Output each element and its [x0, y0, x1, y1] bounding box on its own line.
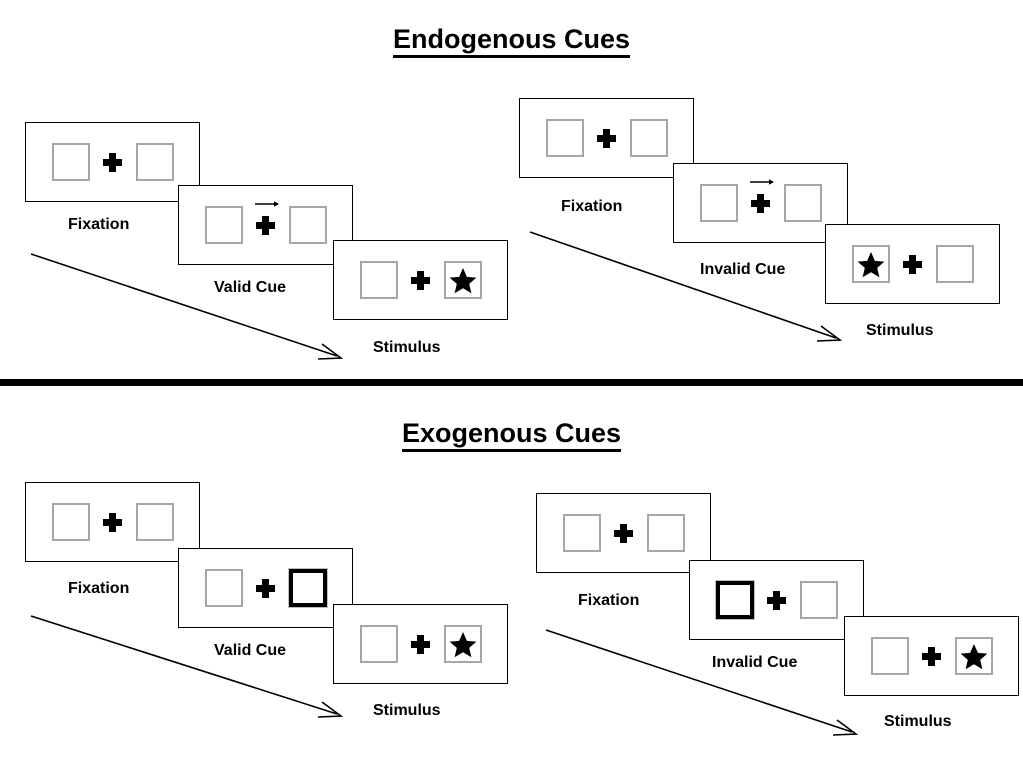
frame-content: [870, 637, 993, 675]
star-icon: [449, 631, 476, 657]
star-icon: [857, 251, 884, 277]
frame-endogenous-invalid-stimulus: [825, 224, 1000, 304]
star-icon: [960, 643, 987, 669]
right-placeholder-box: [783, 184, 822, 222]
stage-label-exogenous-valid-stimulus: Stimulus: [373, 702, 441, 719]
right-placeholder-box: [135, 143, 174, 181]
stage-label-exogenous-valid-cue: Valid Cue: [214, 642, 287, 659]
left-placeholder-box: [851, 245, 890, 283]
right-arrow-icon: [749, 178, 774, 185]
frame-content: [714, 580, 838, 620]
right-placeholder-box: [443, 625, 482, 663]
left-placeholder-box: [870, 637, 909, 675]
plus-icon: [411, 634, 430, 654]
plus-icon: [767, 590, 786, 610]
frame-content: [51, 503, 174, 541]
stage-label-exogenous-invalid-stimulus: Stimulus: [884, 713, 952, 730]
plus-icon: [903, 254, 922, 274]
section-divider: [0, 379, 1023, 386]
fixation-cross-wrap: [243, 200, 289, 235]
right-placeholder-box: [135, 503, 174, 541]
fixation-cross-wrap: [890, 254, 936, 274]
right-placeholder-box: [288, 206, 327, 244]
left-placeholder-box: [359, 625, 398, 663]
right-placeholder-box-cued: [287, 568, 328, 608]
right-placeholder-box: [646, 514, 685, 552]
right-placeholder-box: [629, 119, 668, 157]
left-placeholder-box: [562, 514, 601, 552]
frame-content: [359, 261, 482, 299]
exogenous-invalid-time-arrow: [545, 629, 859, 736]
plus-icon: [597, 128, 616, 148]
left-placeholder-box: [545, 119, 584, 157]
frame-content: [204, 568, 328, 608]
fixation-cross-wrap: [90, 152, 136, 172]
stage-label-endogenous-valid-stimulus: Stimulus: [373, 339, 441, 356]
left-placeholder-box: [359, 261, 398, 299]
frame-exogenous-invalid-fixation: [536, 493, 711, 573]
plus-icon: [922, 646, 941, 666]
fixation-cross-wrap: [398, 270, 444, 290]
left-placeholder-box: [51, 503, 90, 541]
plus-icon: [256, 215, 275, 235]
right-placeholder-box: [443, 261, 482, 299]
stage-label-exogenous-invalid-cue: Invalid Cue: [712, 654, 798, 671]
frame-endogenous-invalid-cue: [673, 163, 848, 243]
frame-endogenous-valid-fixation: [25, 122, 200, 202]
fixation-cross-wrap: [754, 590, 800, 610]
stage-label-endogenous-valid-fixation: Fixation: [68, 216, 130, 233]
stage-label-endogenous-invalid-stimulus: Stimulus: [866, 322, 934, 339]
section-title-exogenous: Exogenous Cues: [0, 418, 1023, 453]
stage-label-endogenous-invalid-fixation: Fixation: [561, 198, 623, 215]
frame-endogenous-valid-cue: [178, 185, 353, 265]
plus-icon: [751, 193, 770, 213]
frame-content: [699, 178, 822, 222]
left-placeholder-box: [204, 206, 243, 244]
left-placeholder-box-cued: [714, 580, 755, 620]
section-title-endogenous-text: Endogenous Cues: [392, 24, 630, 59]
left-placeholder-box: [204, 569, 243, 607]
stage-label-exogenous-valid-fixation: Fixation: [68, 580, 130, 597]
fixation-cross-wrap: [601, 523, 647, 543]
right-placeholder-box: [799, 581, 838, 619]
right-placeholder-box: [954, 637, 993, 675]
plus-icon: [103, 512, 122, 532]
plus-icon: [411, 270, 430, 290]
fixation-cross-wrap: [909, 646, 955, 666]
fixation-cross-wrap: [90, 512, 136, 532]
stage-label-endogenous-valid-cue: Valid Cue: [214, 279, 287, 296]
stage-label-endogenous-invalid-cue: Invalid Cue: [700, 261, 786, 278]
frame-exogenous-valid-fixation: [25, 482, 200, 562]
frame-exogenous-valid-stimulus: [333, 604, 508, 684]
fixation-cross-wrap: [398, 634, 444, 654]
plus-icon: [256, 578, 275, 598]
fixation-cross-wrap: [584, 128, 630, 148]
left-placeholder-box: [51, 143, 90, 181]
plus-icon: [103, 152, 122, 172]
right-placeholder-box: [935, 245, 974, 283]
frame-content: [204, 200, 327, 244]
frame-endogenous-valid-stimulus: [333, 240, 508, 320]
fixation-cross-wrap: [243, 578, 289, 598]
frame-content: [562, 514, 685, 552]
stage-label-exogenous-invalid-fixation: Fixation: [578, 592, 640, 609]
frame-content: [545, 119, 668, 157]
frame-content: [51, 143, 174, 181]
star-icon: [449, 267, 476, 293]
left-placeholder-box: [699, 184, 738, 222]
frame-exogenous-valid-cue: [178, 548, 353, 628]
frame-exogenous-invalid-cue: [689, 560, 864, 640]
section-title-endogenous: Endogenous Cues: [0, 24, 1023, 59]
right-arrow-icon: [254, 200, 279, 207]
endogenous-invalid-time-arrow: [529, 231, 843, 342]
frame-endogenous-invalid-fixation: [519, 98, 694, 178]
frame-content: [359, 625, 482, 663]
plus-icon: [614, 523, 633, 543]
fixation-cross-wrap: [738, 178, 784, 213]
frame-exogenous-invalid-stimulus: [844, 616, 1019, 696]
section-title-exogenous-text: Exogenous Cues: [401, 418, 622, 453]
frame-content: [851, 245, 974, 283]
